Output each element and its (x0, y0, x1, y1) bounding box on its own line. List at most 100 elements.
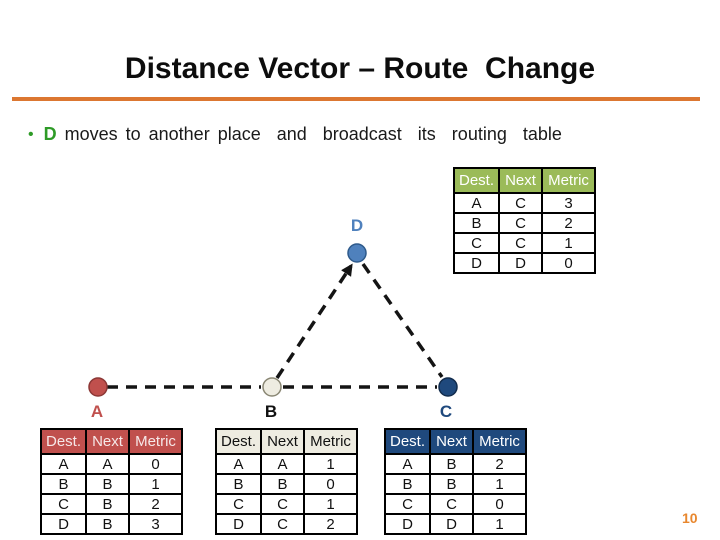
cell: 2 (303, 513, 358, 535)
cell: 2 (541, 212, 596, 234)
col-dest: Dest. (384, 428, 431, 455)
cell: 1 (541, 232, 596, 254)
node-b-label: B (265, 402, 277, 421)
cell: 0 (303, 473, 358, 495)
cell: B (85, 513, 130, 535)
node-b (262, 377, 282, 397)
cell: C (498, 212, 543, 234)
cell: C (215, 493, 262, 515)
node-d-label: D (351, 216, 363, 235)
table-row: A A 0 (40, 453, 183, 475)
col-dest: Dest. (40, 428, 87, 455)
cell: B (429, 473, 474, 495)
table-row: C C 1 (453, 232, 596, 254)
cell: A (260, 453, 305, 475)
cell: C (260, 513, 305, 535)
bullet-line: •D moves to another place and broadcast … (28, 124, 698, 145)
cell: B (85, 493, 130, 515)
bullet-text: moves to another place and broadcast its… (56, 124, 562, 144)
node-a-label: A (91, 402, 103, 421)
table-row: A C 3 (453, 192, 596, 214)
cell: C (498, 192, 543, 214)
col-metric: Metric (541, 167, 596, 194)
cell: C (40, 493, 87, 515)
table-row: D D 1 (384, 513, 527, 535)
routing-table-b: Dest. Next Metric A A 1 B B 0 C C 1 D C … (215, 428, 358, 535)
col-dest: Dest. (215, 428, 262, 455)
cell: 1 (472, 473, 527, 495)
table-header-row: Dest. Next Metric (384, 428, 527, 455)
cell: A (85, 453, 130, 475)
cell: B (429, 453, 474, 475)
table-header-row: Dest. Next Metric (40, 428, 183, 455)
table-row: D C 2 (215, 513, 358, 535)
col-dest: Dest. (453, 167, 500, 194)
cell: B (40, 473, 87, 495)
table-row: A B 2 (384, 453, 527, 475)
table-row: B B 1 (40, 473, 183, 495)
col-next: Next (498, 167, 543, 194)
cell: A (453, 192, 500, 214)
cell: B (260, 473, 305, 495)
table-row: A A 1 (215, 453, 358, 475)
table-row: C C 0 (384, 493, 527, 515)
cell: B (453, 212, 500, 234)
cell: 1 (303, 493, 358, 515)
cell: 2 (128, 493, 183, 515)
node-d (347, 243, 367, 263)
node-c (438, 377, 458, 397)
cell: 0 (472, 493, 527, 515)
cell: 2 (472, 453, 527, 475)
table-row: B C 2 (453, 212, 596, 234)
cell: 1 (472, 513, 527, 535)
table-row: D B 3 (40, 513, 183, 535)
table-header-row: Dest. Next Metric (215, 428, 358, 455)
table-row: D D 0 (453, 252, 596, 274)
cell: B (384, 473, 431, 495)
cell: D (453, 252, 500, 274)
node-c-label: C (440, 402, 452, 421)
table-row: C B 2 (40, 493, 183, 515)
routing-table-d: Dest. Next Metric A C 3 B C 2 C C 1 D D … (453, 167, 596, 274)
link-b-d (275, 263, 353, 379)
cell: D (384, 513, 431, 535)
cell: A (384, 453, 431, 475)
slide-page-number: 10 (682, 510, 698, 526)
col-metric: Metric (303, 428, 358, 455)
cell: D (40, 513, 87, 535)
cell: D (215, 513, 262, 535)
cell: C (384, 493, 431, 515)
cell: A (40, 453, 87, 475)
cell: 3 (128, 513, 183, 535)
cell: C (429, 493, 474, 515)
cell: 1 (303, 453, 358, 475)
cell: 1 (128, 473, 183, 495)
node-a (88, 377, 108, 397)
col-metric: Metric (128, 428, 183, 455)
table-row: B B 0 (215, 473, 358, 495)
table-row: B B 1 (384, 473, 527, 495)
col-next: Next (429, 428, 474, 455)
cell: C (453, 232, 500, 254)
slide-title: Distance Vector – Route Change (124, 52, 596, 85)
table-header-row: Dest. Next Metric (453, 167, 596, 194)
cell: B (215, 473, 262, 495)
cell: D (498, 252, 543, 274)
bullet-icon: • (28, 126, 34, 143)
cell: B (85, 473, 130, 495)
cell: C (498, 232, 543, 254)
routing-table-a: Dest. Next Metric A A 0 B B 1 C B 2 D B … (40, 428, 183, 535)
table-row: C C 1 (215, 493, 358, 515)
col-next: Next (85, 428, 130, 455)
cell: 0 (128, 453, 183, 475)
routing-table-c: Dest. Next Metric A B 2 B B 1 C C 0 D D … (384, 428, 527, 535)
cell: C (260, 493, 305, 515)
cell: 3 (541, 192, 596, 214)
col-next: Next (260, 428, 305, 455)
link-d-c (361, 262, 444, 379)
col-metric: Metric (472, 428, 527, 455)
cell: 0 (541, 252, 596, 274)
cell: D (429, 513, 474, 535)
